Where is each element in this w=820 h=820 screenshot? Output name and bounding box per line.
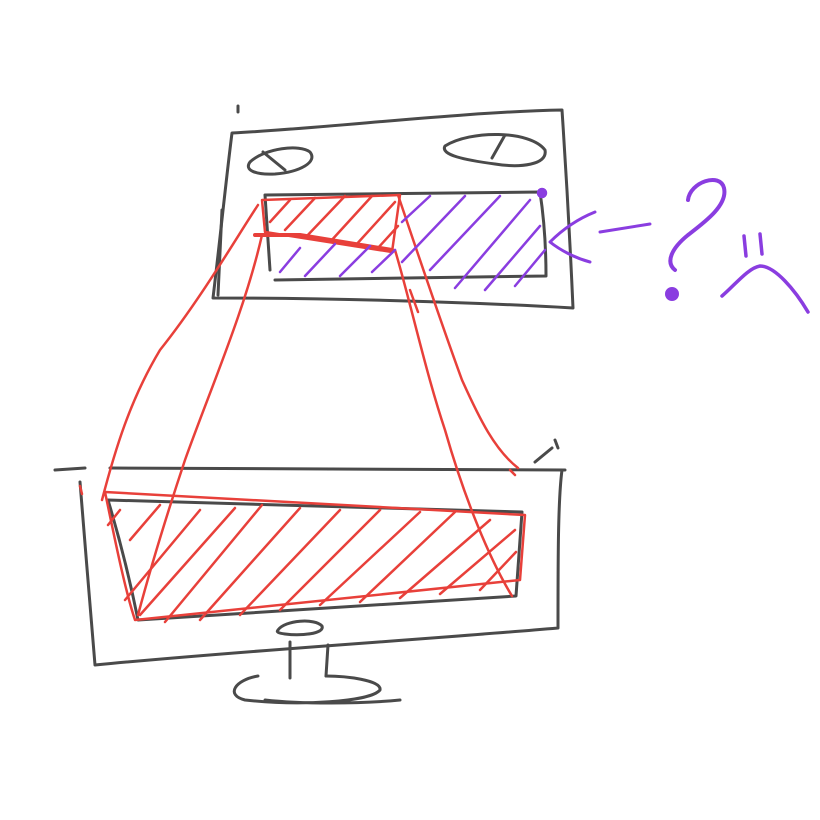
lower-monitor	[53, 438, 567, 705]
arrow	[548, 210, 652, 264]
monitor-frame	[78, 468, 564, 667]
sad-face	[720, 232, 810, 314]
red-region-box	[260, 193, 402, 254]
projection-left-inner	[136, 233, 264, 617]
lower-red-region-hatching	[106, 503, 518, 624]
arrow-icon	[548, 210, 652, 264]
question-mark	[665, 178, 727, 301]
purple-region-hatching	[278, 194, 547, 292]
purple-corner-dot	[536, 187, 548, 199]
monitor-stand-neck	[288, 640, 330, 680]
monitor-top-edge	[53, 438, 567, 472]
upper-screen	[211, 104, 575, 310]
projection-left-outer	[100, 203, 260, 502]
purple-region	[278, 187, 548, 292]
projection-right-tick	[408, 288, 420, 314]
projection-right-inner	[393, 248, 514, 598]
sad-face-icon	[720, 232, 810, 314]
upper-screen-left-bracket	[216, 208, 224, 297]
power-button-icon	[275, 619, 324, 637]
question-mark-dot	[665, 287, 679, 301]
question-mark-icon	[668, 178, 727, 272]
red-region-hatching	[268, 194, 400, 250]
monitor-stand-base	[232, 674, 402, 705]
lower-red-region-box	[103, 490, 527, 622]
lower-red-region-corner-ticks	[78, 468, 517, 496]
right-eye-icon	[442, 132, 547, 168]
left-eye-icon	[247, 146, 314, 176]
red-region	[78, 193, 527, 624]
red-region-underline	[253, 233, 394, 252]
upper-screen-frame	[211, 104, 575, 310]
